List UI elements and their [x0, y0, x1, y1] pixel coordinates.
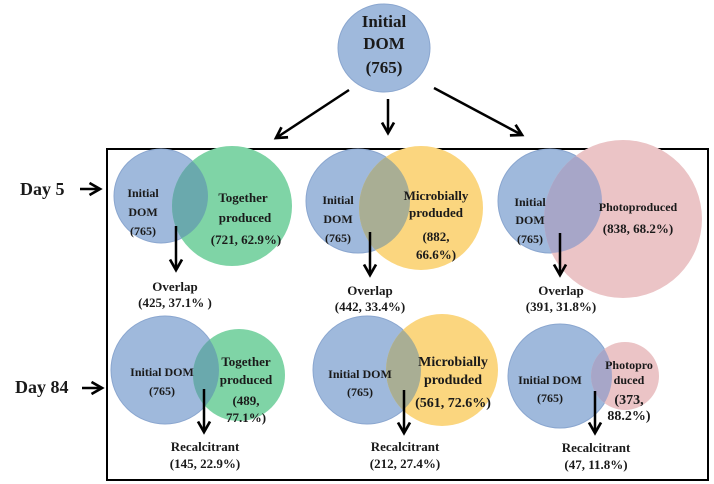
row-label-day84: Day 84	[15, 377, 105, 397]
produced-label-line1: Microbially	[418, 355, 488, 370]
venn-day84-photo: Initial DOM (765) Photopro duced (373, 8…	[507, 323, 659, 472]
root-label-line3: (765)	[366, 58, 403, 77]
initial-label-line1: Initial	[127, 186, 159, 200]
initial-label-line1: Initial DOM	[130, 365, 194, 379]
produced-label-line3: (373,	[614, 393, 643, 408]
result-label: Recalcitrant	[371, 439, 440, 454]
produced-label-line3: (721, 62.9%)	[211, 232, 281, 247]
initial-label-line2: DOM	[323, 212, 352, 226]
initial-label-line1: Initial DOM	[328, 367, 392, 381]
result-label: Overlap	[538, 283, 584, 298]
result-value: (442, 33.4%)	[335, 299, 405, 314]
produced-label-line2: produced	[220, 372, 273, 387]
initial-label-line2: (765)	[537, 391, 563, 405]
overlap-region	[544, 149, 602, 253]
produced-label-line3: (561, 72.6%)	[415, 396, 491, 411]
produced-label-line2: produced	[219, 210, 272, 225]
produced-label-line1: Photoproduced	[599, 200, 678, 214]
venn-day84-microbial: Initial DOM (765) Microbially produded (…	[312, 314, 498, 471]
produced-label-line2: duced	[614, 373, 645, 387]
produced-label-line2: produded	[409, 205, 464, 220]
result-label: Overlap	[152, 279, 198, 294]
produced-label-line3: (489,	[232, 393, 259, 408]
result-value: (212, 27.4%)	[370, 456, 440, 471]
result-label: Recalcitrant	[562, 440, 631, 455]
produced-label-line1: Microbially	[404, 188, 469, 203]
initial-label-line2: DOM	[128, 205, 157, 219]
produced-label-line2: produded	[424, 373, 482, 388]
row-label-text: Day 5	[20, 179, 65, 199]
root-initial-dom-node: Initial DOM (765)	[337, 3, 431, 93]
venn-day5-microbial: Initial DOM (765) Microbially produded (…	[305, 146, 483, 314]
initial-label-line2: DOM	[515, 213, 544, 227]
produced-label-line4: 66.6%)	[416, 247, 456, 262]
result-value: (145, 22.9%)	[170, 456, 240, 471]
initial-label-line1: Initial	[514, 195, 546, 209]
produced-label-line3: (882,	[422, 229, 449, 244]
initial-label-line3: (765)	[325, 231, 351, 245]
initial-label-line2: (765)	[347, 385, 373, 399]
result-label: Recalcitrant	[171, 439, 240, 454]
root-label-line1: Initial	[362, 12, 407, 31]
together-produced-circle	[193, 329, 285, 421]
venn-day5-photo: Initial DOM (765) Photoproduced (838, 68…	[497, 140, 702, 314]
initial-label-line3: (765)	[130, 224, 156, 238]
initial-label-line2: (765)	[149, 384, 175, 398]
produced-label-line1: Together	[218, 190, 268, 205]
produced-label-line4: 88.2%)	[607, 409, 651, 424]
venn-day5-together: Initial DOM (765) Together produced (721…	[113, 146, 292, 310]
produced-label-line2: (838, 68.2%)	[603, 221, 673, 236]
result-value: (47, 11.8%)	[564, 457, 627, 472]
overlap-region	[591, 342, 612, 410]
overlap-region	[359, 149, 410, 253]
branch-arrow-left	[273, 88, 350, 140]
microbially-produced-circle	[386, 314, 498, 426]
result-label: Overlap	[347, 283, 393, 298]
produced-label-line1: Together	[221, 354, 271, 369]
result-value: (425, 37.1% )	[138, 295, 212, 310]
initial-label-line3: (765)	[517, 232, 543, 246]
initial-label-line1: Initial	[322, 193, 354, 207]
produced-label-line1: Photopro	[605, 358, 653, 372]
initial-label-line1: Initial DOM	[518, 373, 582, 387]
root-circle	[337, 3, 431, 93]
row-label-day5: Day 5	[20, 179, 103, 199]
branch-arrow-right	[433, 86, 525, 137]
result-value: (391, 31.8%)	[526, 299, 596, 314]
produced-label-line4: 77.1%)	[226, 410, 266, 425]
row-label-text: Day 84	[15, 377, 69, 397]
venn-day84-together: Initial DOM (765) Together produced (489…	[110, 315, 285, 471]
root-label-line2: DOM	[363, 34, 405, 53]
